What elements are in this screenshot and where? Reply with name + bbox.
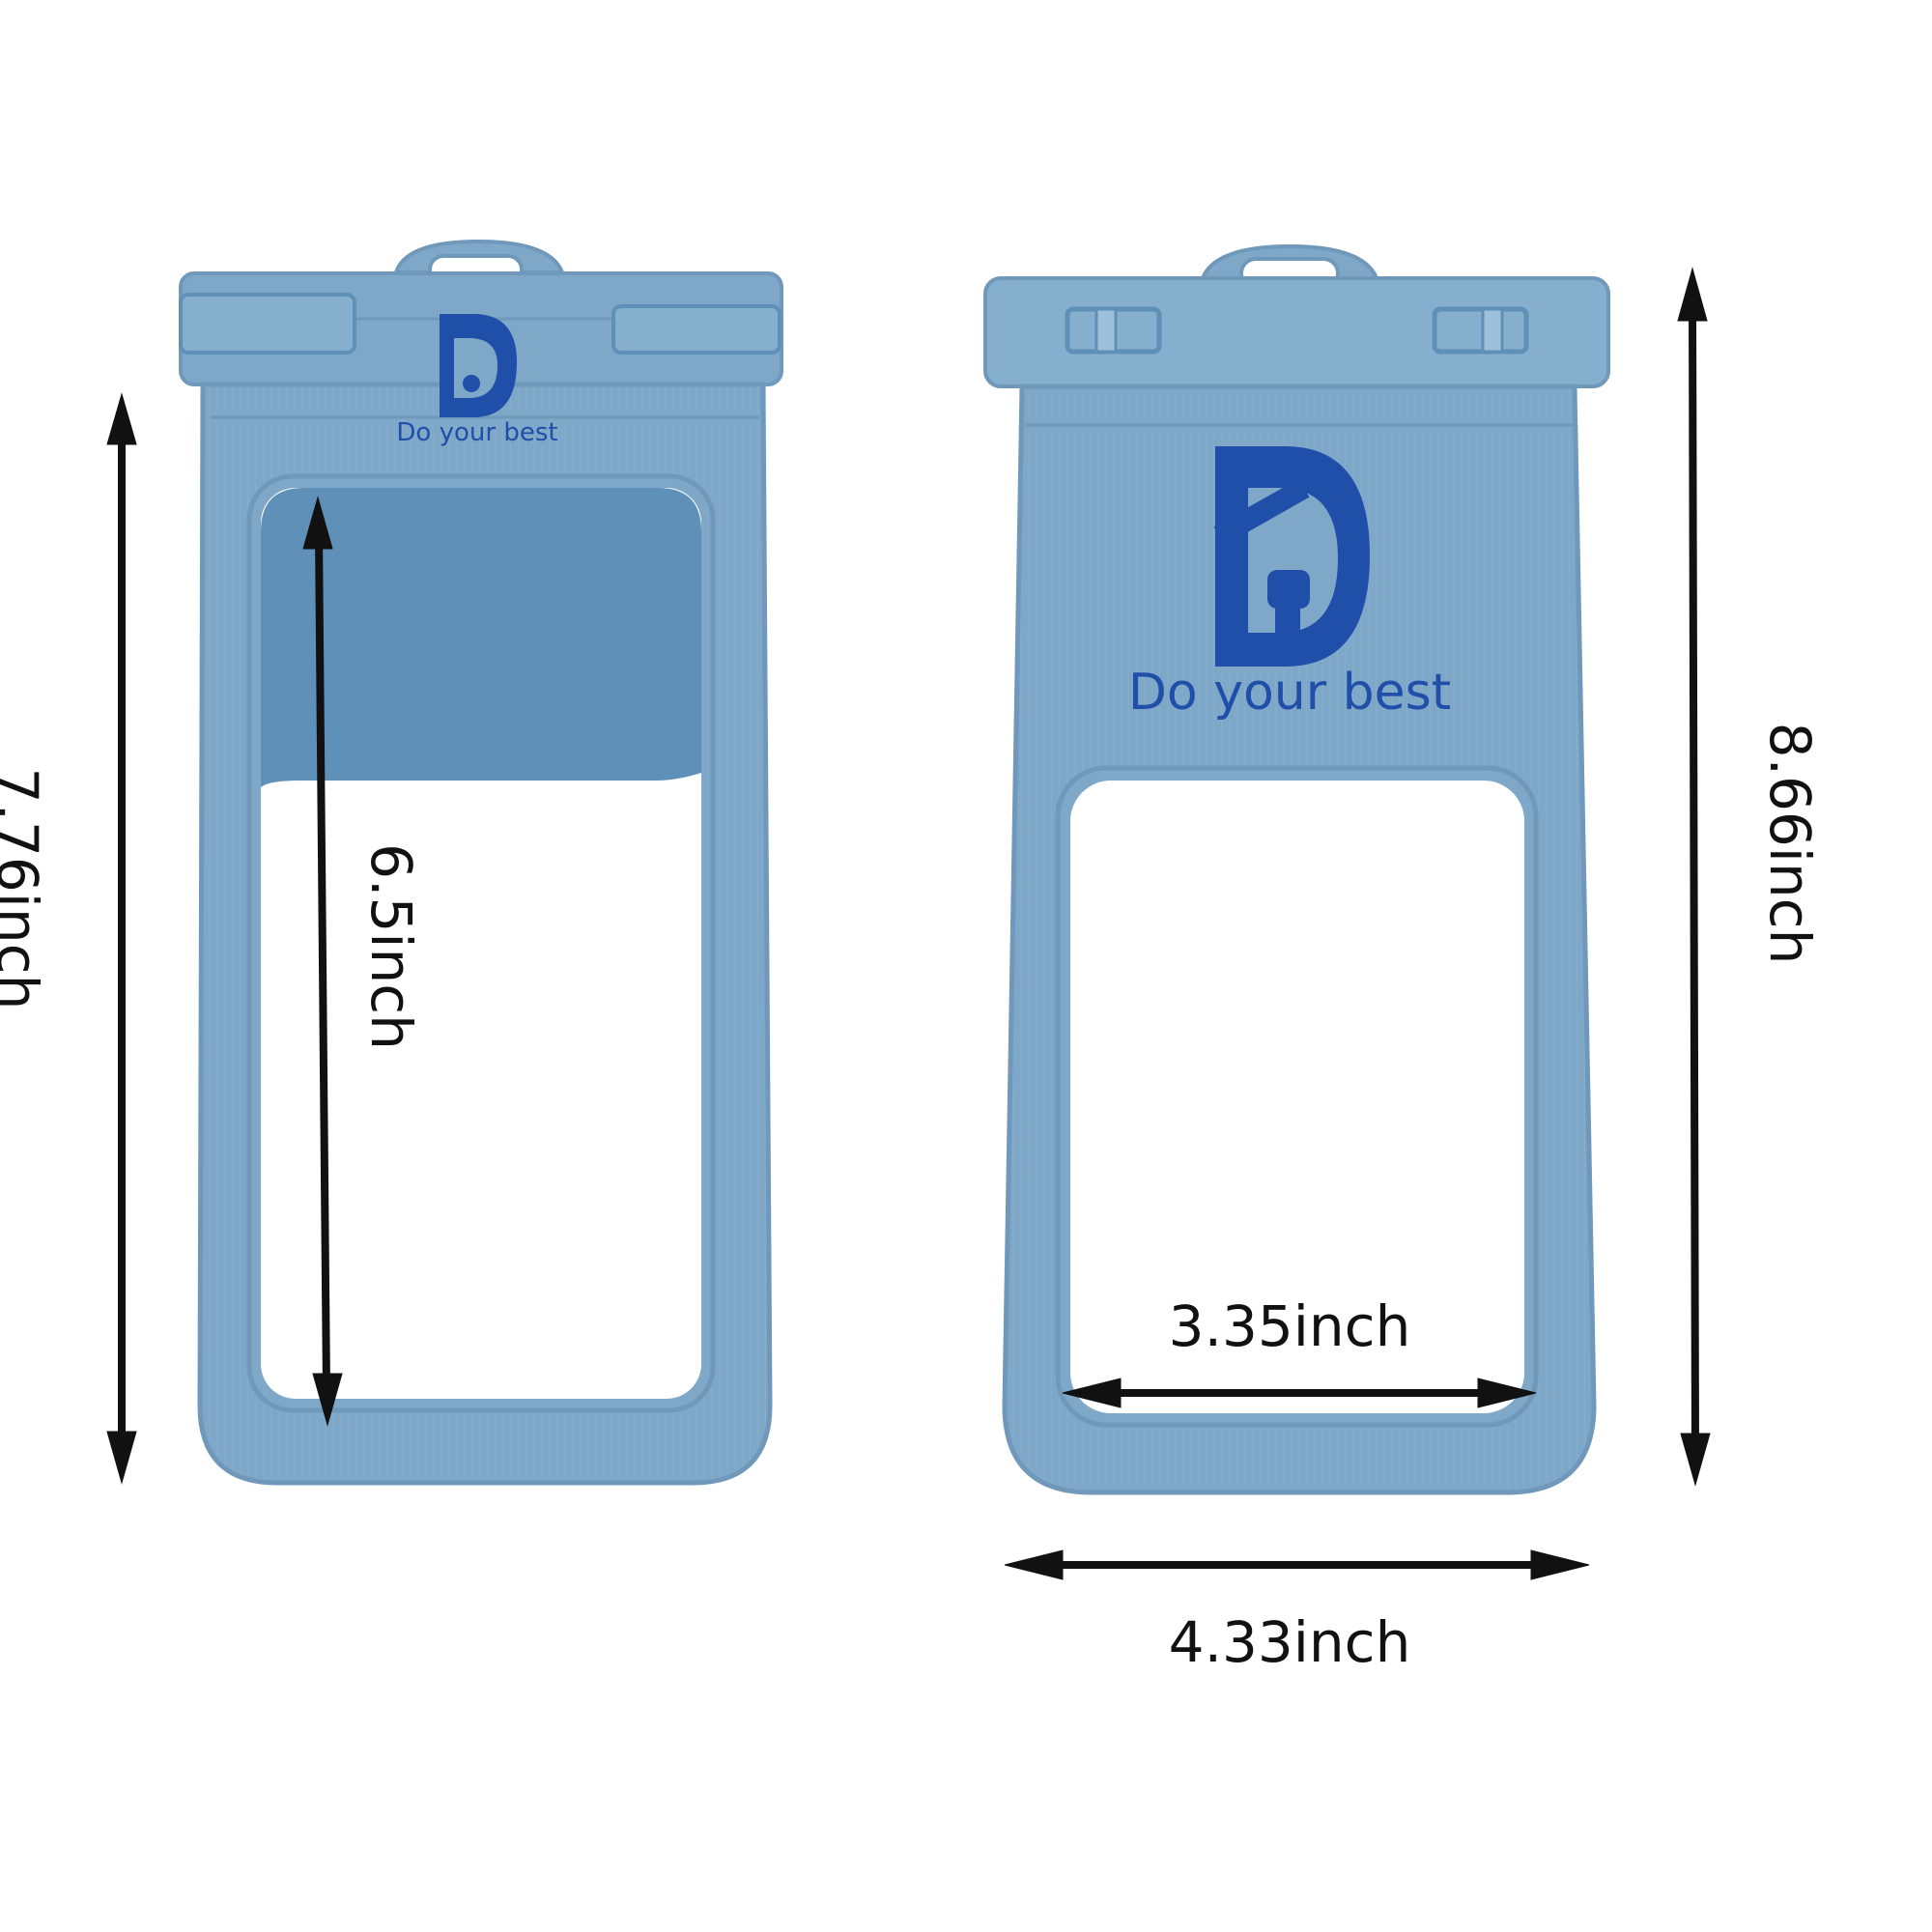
right-buckle-right xyxy=(1432,306,1529,355)
fist-icon xyxy=(463,375,480,392)
left-brand-text: Do your best xyxy=(396,418,558,447)
right-brand-text: Do your best xyxy=(1127,664,1452,722)
left-buckle-right xyxy=(611,304,781,355)
right-logo xyxy=(1213,446,1370,667)
right-height-arrow xyxy=(1689,303,1699,1450)
left-pouch xyxy=(179,239,783,1486)
left-buckle-left xyxy=(179,293,356,355)
left-total-height-label: 7.76inch xyxy=(0,767,50,1010)
right-total-height-label: 8.66inch xyxy=(1757,722,1823,965)
left-screen-height-label: 6.5inch xyxy=(358,843,424,1050)
right-clear-window xyxy=(1070,781,1524,1413)
left-inner-card xyxy=(261,488,701,787)
fist-icon xyxy=(1267,570,1310,640)
left-screen-arrow xyxy=(315,532,330,1392)
dimension-arrows xyxy=(106,267,1711,1580)
left-logo xyxy=(440,314,517,417)
right-window-width-label: 3.35inch xyxy=(1168,1293,1411,1359)
right-total-width-label: 4.33inch xyxy=(1168,1609,1411,1675)
right-pouch xyxy=(983,243,1610,1495)
